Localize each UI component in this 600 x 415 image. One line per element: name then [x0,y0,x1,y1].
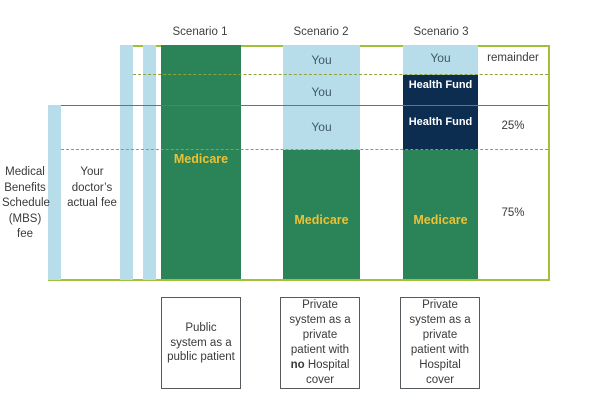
scenario-2-medicare-label: Medicare [294,213,349,227]
mbs-fee-reference-line [61,105,548,106]
scenario-3-health-fund-label-upper: Health Fund [408,79,473,91]
scenario-3-health-fund-segment-lower: Health Fund [403,106,478,150]
scenario-3-health-fund-segment-upper: Health Fund [403,75,478,105]
scenario-2-you-segment: You You You [283,45,360,150]
scenario-3-medicare-segment: Medicare [403,150,478,279]
scenario-2-you-label-3: You [311,120,332,134]
scenario-3-you-segment: You [403,45,478,75]
twentyfive-percent-note: 25% [501,120,525,132]
scenario-3-you-label: You [430,51,451,65]
upper-dashed-reference-line [133,74,548,75]
scenario-3-header: Scenario 3 [413,26,469,38]
scenario-1-caption-text: Public system as a public patient [167,321,235,364]
scenario-2-caption-text: Private system as a private patient with… [289,299,351,386]
doctor-fee-marker-bar [120,45,133,280]
frame-right-border [548,45,550,281]
scenario-2-you-label-1: You [311,53,332,67]
seventyfive-percent-note: 75% [501,207,525,219]
scenario-1-medicare-segment: Medicare [161,45,241,279]
scenario-2-caption-box: Private system as a private patient with… [280,297,360,389]
scenario-3-caption-box: Private system as a private patient with… [400,297,480,389]
remainder-note: remainder [487,52,539,64]
scenario-2-you-label-2: You [311,85,332,99]
scenario-2-medicare-segment: Medicare [283,150,360,279]
mbs-fee-label: Medical Benefits Schedule (MBS) fee [2,166,50,241]
scenario-1-medicare-label: Medicare [173,152,229,166]
frame-bottom-border [48,279,550,281]
scenario-3-medicare-label: Medicare [413,213,468,227]
doctor-fee-label: Your doctor’s actual fee [67,166,117,210]
scenario-3-caption-text: Private system as a private patient with… [409,299,471,386]
scenario-1-header: Scenario 1 [172,26,228,38]
scenario-1-marker-bar [143,45,156,280]
scenario-1-caption-box: Public system as a public patient [161,297,241,389]
scenario-2-header: Scenario 2 [293,26,349,38]
scenario-3-health-fund-label-lower: Health Fund [408,116,473,128]
mbs-fee-marker-bar [48,105,61,280]
seventyfive-percent-dashed-reference-line [61,149,548,150]
